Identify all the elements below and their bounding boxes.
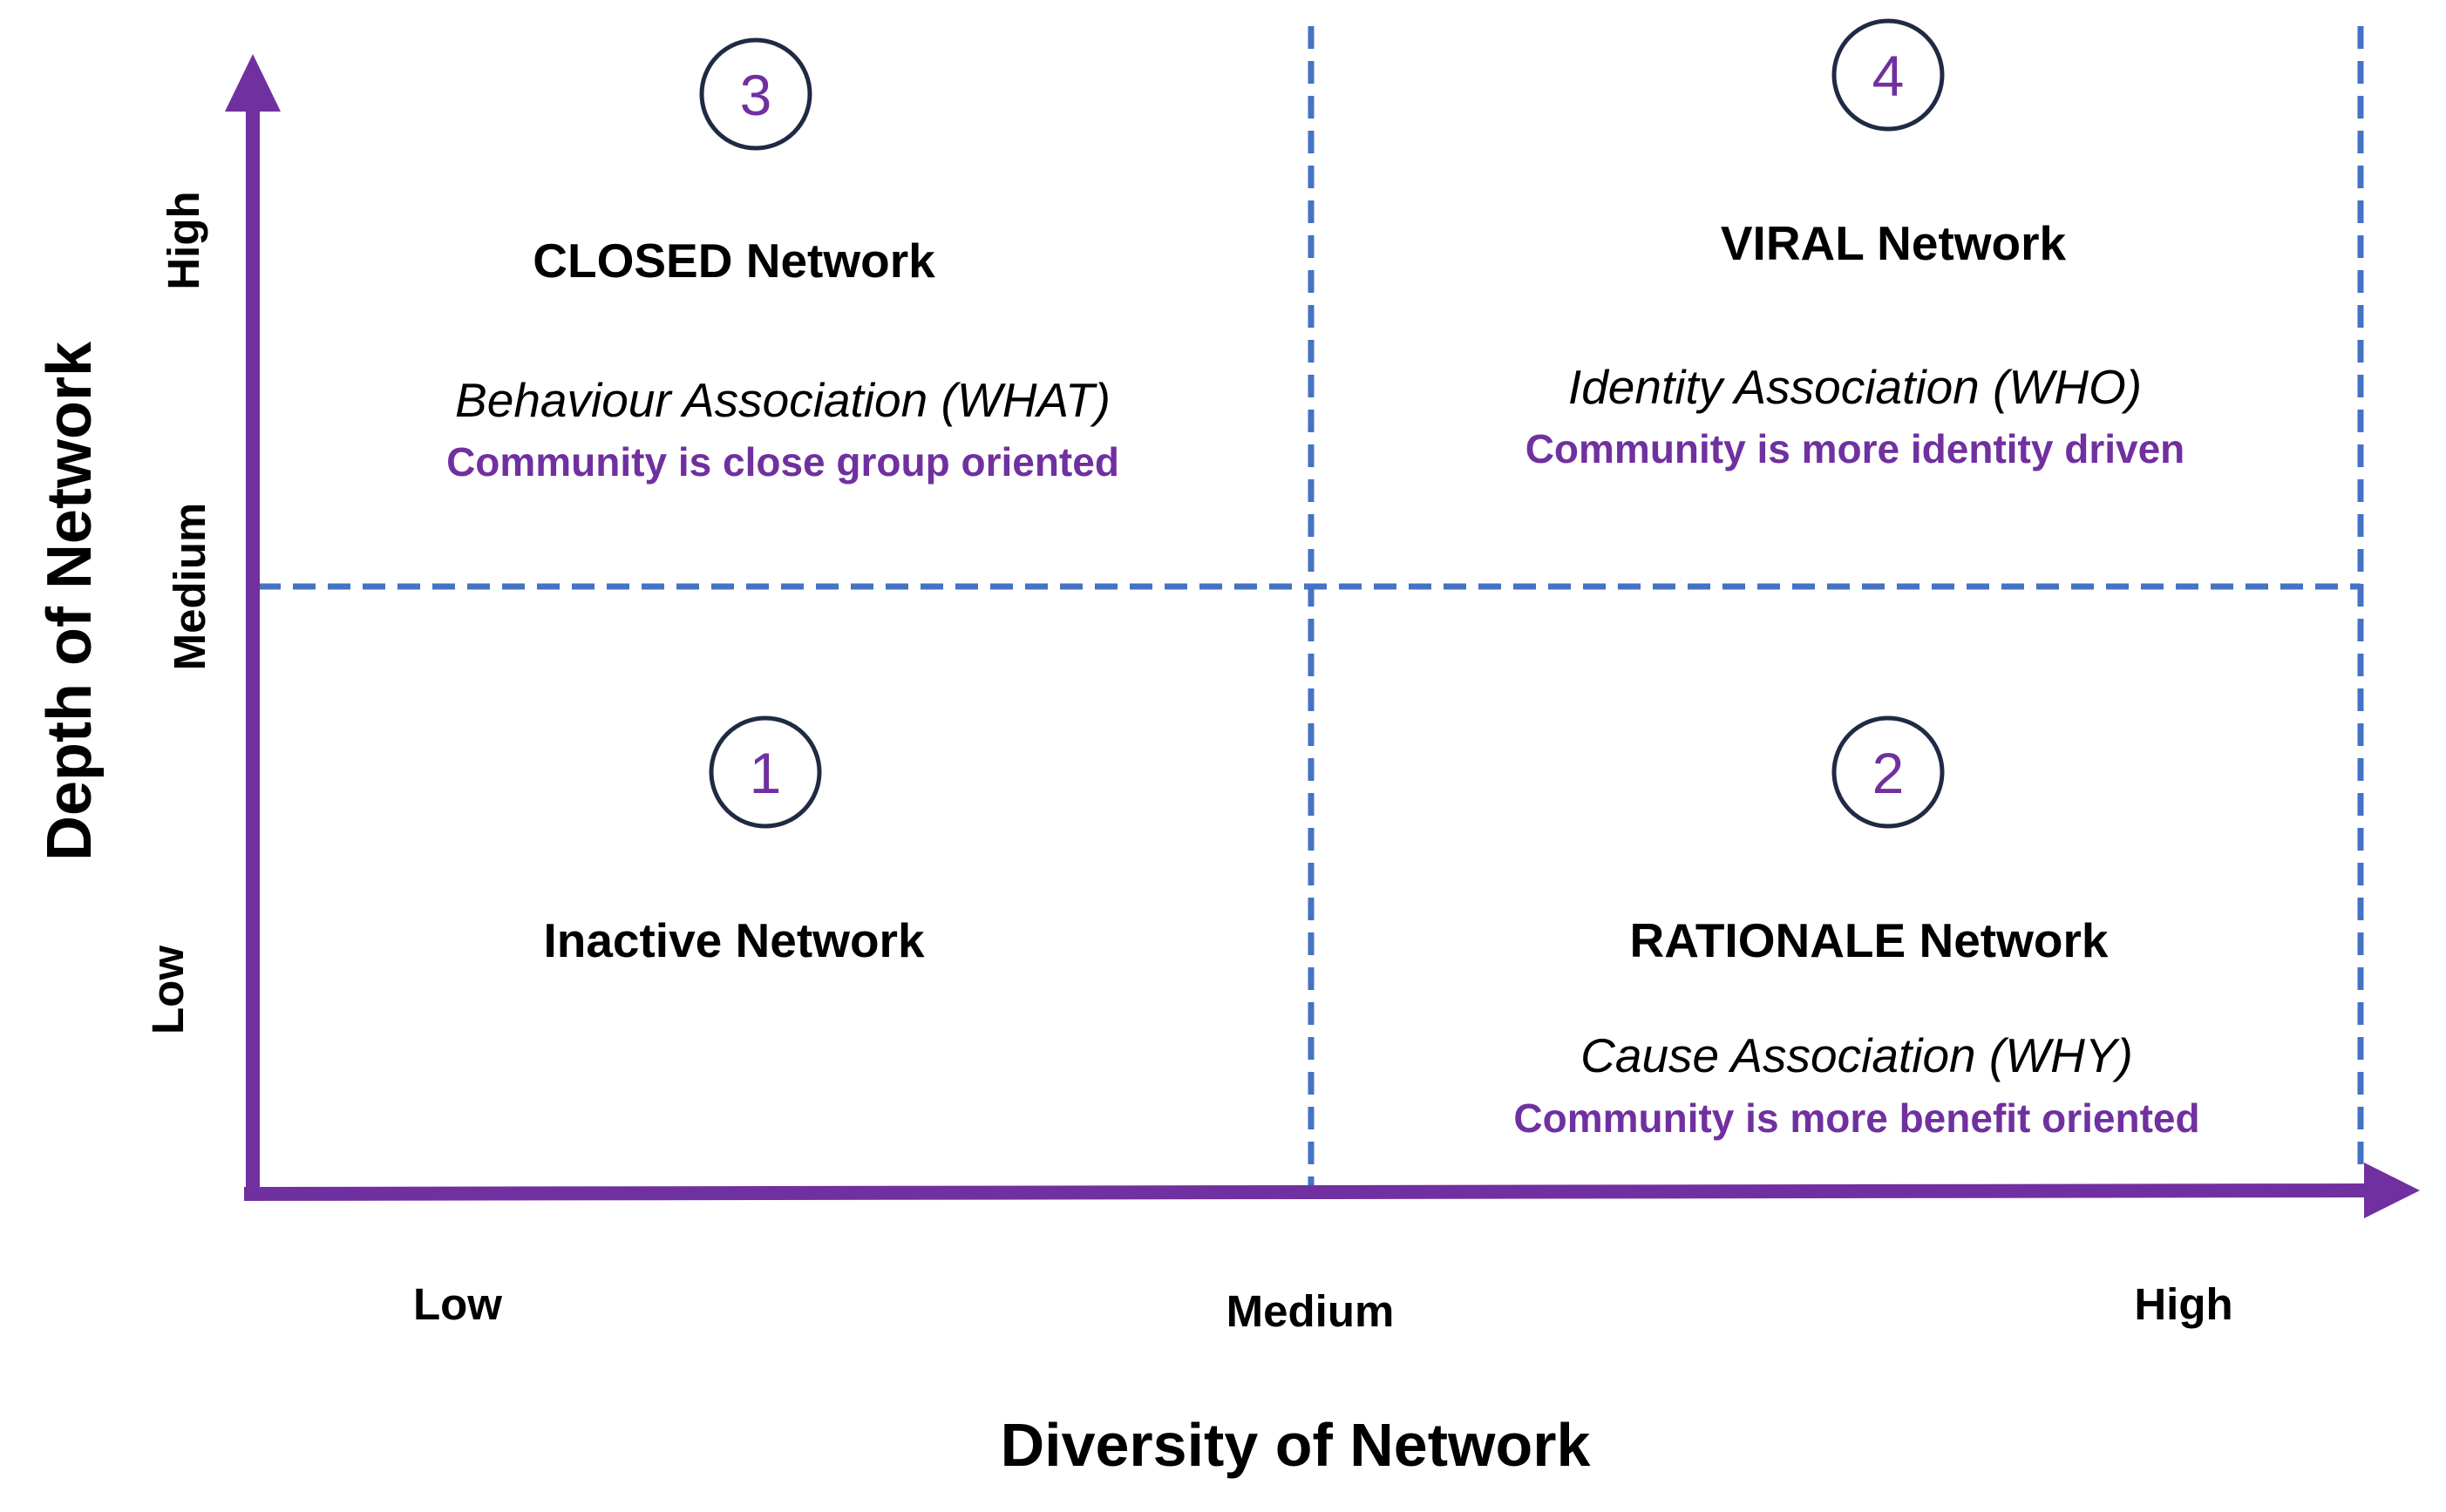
quadrant-4-community: Community is more identity driven xyxy=(1525,426,2185,471)
quadrant-1-title: Inactive Network xyxy=(543,913,925,967)
grid-lines xyxy=(258,26,2364,1187)
x-tick-high: High xyxy=(2134,1279,2232,1329)
y-tick-high: High xyxy=(159,191,208,289)
quadrant-2-association: Cause Association (WHY) xyxy=(1580,1028,2133,1082)
quadrant-3-number: 3 xyxy=(740,63,772,127)
y-axis-arrowhead xyxy=(225,54,281,112)
quadrant-1-badge: 1 xyxy=(709,715,822,829)
quadrant-4-title: VIRAL Network xyxy=(1721,216,2067,270)
quadrant-1-number: 1 xyxy=(750,741,782,805)
y-tick-medium: Medium xyxy=(165,503,214,671)
y-axis-labels: High Medium Low Depth of Network xyxy=(35,191,214,1034)
x-axis-arrowhead xyxy=(2364,1163,2420,1218)
quadrant-4-association: Identity Association (WHO) xyxy=(1568,360,2142,414)
quadrant-4-number: 4 xyxy=(1872,44,1905,108)
quadrant-rationale: RATIONALE Network Cause Association (WHY… xyxy=(1513,913,2199,1141)
quadrant-closed: CLOSED Network Behaviour Association (WH… xyxy=(446,234,1119,485)
x-axis-line xyxy=(243,1183,2372,1201)
quadrant-viral: VIRAL Network Identity Association (WHO)… xyxy=(1525,216,2185,471)
quadrant-2-number: 2 xyxy=(1872,741,1905,805)
x-axis-title: Diversity of Network xyxy=(1001,1411,1591,1479)
quadrant-3-title: CLOSED Network xyxy=(533,234,935,288)
quadrant-inactive: Inactive Network xyxy=(543,913,925,967)
y-axis-title: Depth of Network xyxy=(35,341,105,861)
y-tick-low: Low xyxy=(143,946,193,1034)
quadrant-4-badge: 4 xyxy=(1831,18,1945,132)
quadrant-2-title: RATIONALE Network xyxy=(1629,913,2108,967)
quadrant-2-badge: 2 xyxy=(1831,715,1945,829)
x-tick-medium: Medium xyxy=(1226,1286,1395,1336)
quadrant-3-association: Behaviour Association (WHAT) xyxy=(455,373,1111,427)
x-tick-low: Low xyxy=(413,1279,502,1329)
axes xyxy=(225,54,2420,1218)
quadrant-2-community: Community is more benefit oriented xyxy=(1513,1095,2199,1141)
quadrant-3-badge: 3 xyxy=(699,37,812,151)
quadrant-3-community: Community is close group oriented xyxy=(446,439,1119,485)
x-axis-labels: Low Medium High Diversity of Network xyxy=(413,1279,2233,1479)
